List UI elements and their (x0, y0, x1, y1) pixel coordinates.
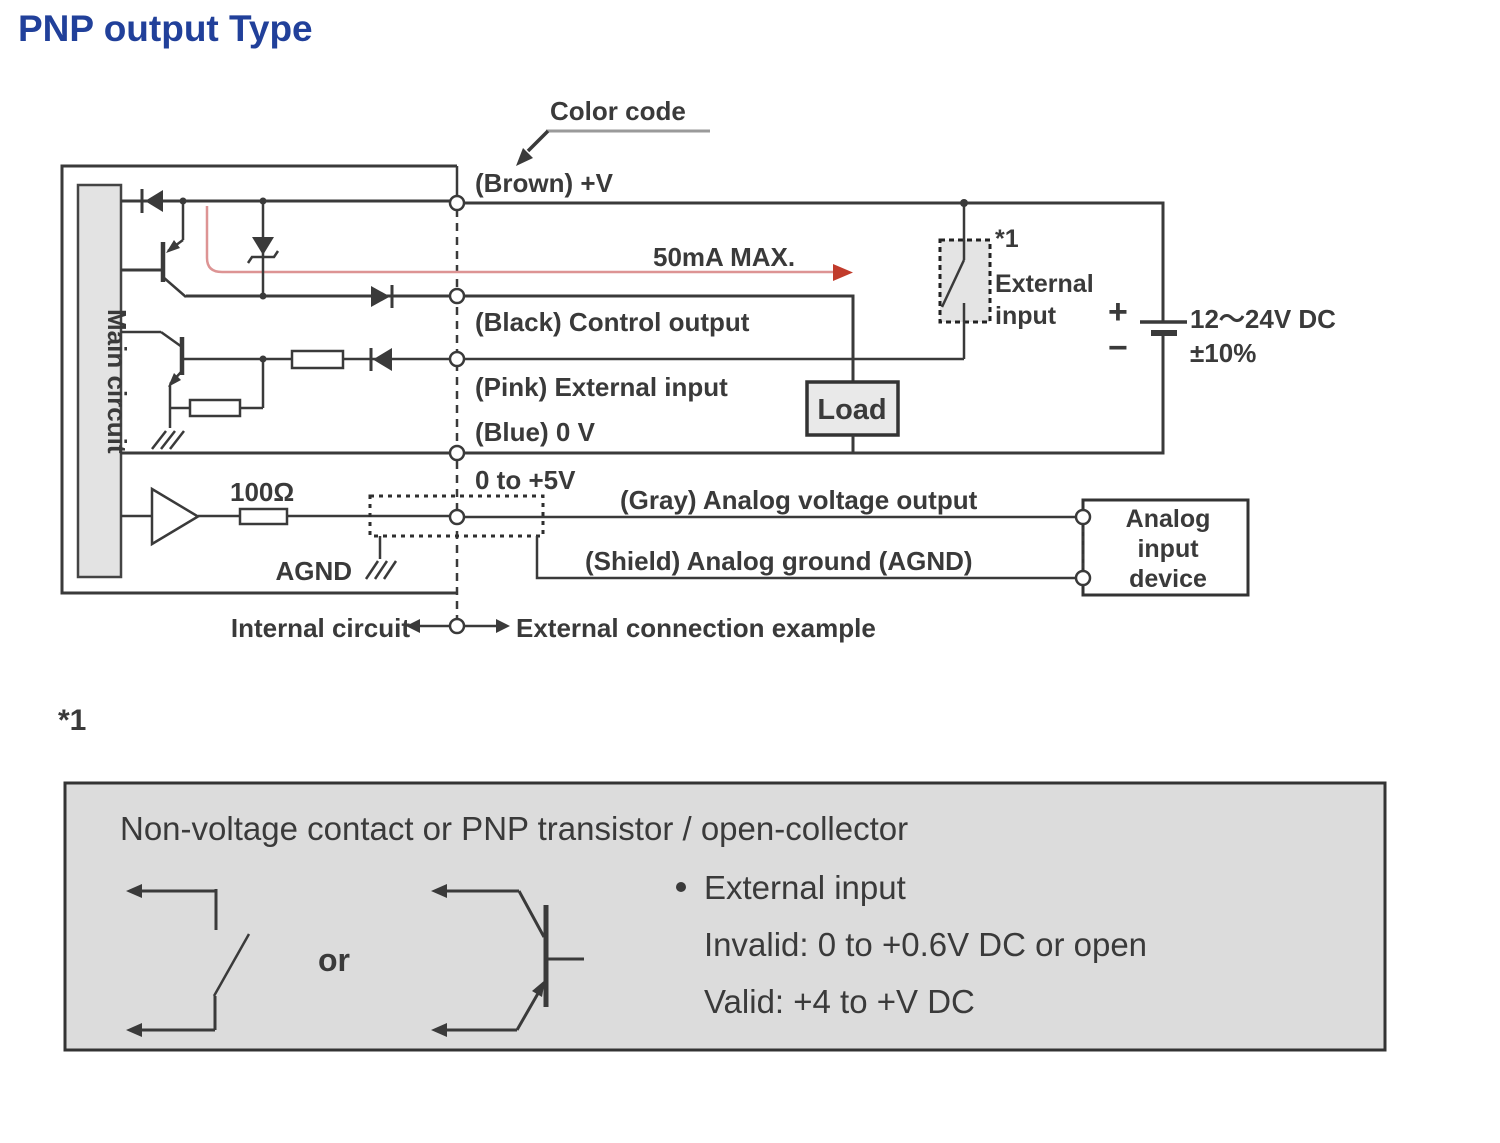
external-input-label-2: input (995, 302, 1057, 330)
external-wiring: + − 12～24V DC ±10% Load *1 External inpu… (464, 199, 1336, 597)
terminal-dot (1074, 508, 1092, 526)
arrow-left-icon (406, 619, 420, 633)
transistor-icon (121, 201, 187, 298)
agnd-label: AGND (275, 556, 352, 586)
boundary-dot (448, 617, 466, 635)
supply-tolerance-label: ±10% (1190, 338, 1256, 368)
junction-dot (960, 199, 968, 207)
diode-icon (369, 348, 392, 371)
analog-input-device-box: Analog input device (1074, 498, 1250, 597)
arrow-right-icon (496, 619, 510, 633)
main-circuit-box: Main circuit (76, 183, 132, 579)
wire-blue-external (464, 333, 1165, 455)
note-ref: *1 (58, 704, 86, 737)
ground-icon (151, 430, 185, 450)
supply-voltage-label: 12～24V DC (1190, 304, 1336, 334)
junction-dot (259, 355, 267, 363)
battery-minus-label: − (1108, 329, 1128, 367)
diode-icon (140, 189, 163, 213)
callout-arrow-icon (516, 148, 533, 166)
label-black-wire: (Black) Control output (475, 307, 750, 337)
label-pink-wire: (Pink) External input (475, 372, 728, 402)
page-title: PNP output Type (18, 8, 313, 49)
terminal-dot (448, 287, 466, 305)
terminal-dot (448, 350, 466, 368)
color-code-label: Color code (550, 96, 686, 126)
note-title: Non-voltage contact or PNP transistor / … (120, 810, 908, 847)
callout-arrow-line (526, 129, 550, 153)
wire-black-external (464, 294, 855, 382)
wire-shield-external (535, 536, 1076, 580)
internal-circuit-label: Internal circuit (231, 613, 410, 643)
terminals (448, 194, 466, 526)
internal-external-marker: Internal circuit External connection exa… (231, 613, 876, 643)
analog-range-label: 0 to +5V (475, 465, 576, 495)
terminal-dot (1074, 569, 1092, 587)
battery-icon (1140, 320, 1187, 336)
resistor-value-label: 100Ω (230, 477, 294, 507)
ground-icon (364, 560, 398, 580)
current-path-arrow-icon (205, 206, 853, 281)
note-panel-rect (63, 781, 1387, 1052)
junction-dot (179, 197, 187, 205)
switch-note-ref: *1 (995, 225, 1019, 253)
wire-brown-external (464, 201, 1165, 322)
sensor-frame (60, 164, 459, 618)
resistor-icon (290, 349, 345, 370)
main-circuit-rect (76, 183, 123, 579)
label-shield-wire: (Shield) Analog ground (AGND) (585, 546, 973, 576)
or-label: or (318, 942, 350, 978)
note-item: Valid: +4 to +V DC (704, 983, 975, 1020)
color-code-callout: Color code (516, 96, 710, 166)
external-input-label-1: External (995, 270, 1094, 298)
external-input-switch-icon (938, 203, 992, 359)
label-brown-wire: (Brown) +V (475, 168, 614, 198)
label-gray-wire: (Gray) Analog voltage output (620, 485, 978, 515)
current-limit-label: 50mA MAX. (653, 242, 795, 272)
contact-switch-icon (126, 884, 251, 1037)
analog-device-label-2: input (1137, 535, 1199, 563)
resistor-icon (238, 507, 289, 526)
main-circuit-label: Main circuit (102, 309, 132, 454)
diode-icon (371, 285, 394, 308)
frame-outline (60, 164, 457, 595)
transistor-icon (121, 330, 185, 428)
terminal-dot (448, 444, 466, 462)
terminal-dot (448, 508, 466, 526)
zener-diode-icon (246, 201, 280, 296)
pnp-transistor-icon (431, 884, 584, 1037)
analog-device-label-3: device (1129, 565, 1207, 593)
battery-plus-label: + (1108, 293, 1128, 331)
label-blue-wire: (Blue) 0 V (475, 417, 596, 447)
junction-dot (259, 292, 267, 300)
external-connection-label: External connection example (516, 613, 876, 643)
note-panel: *1 Non-voltage contact or PNP transistor… (58, 704, 1387, 1052)
analog-device-label-1: Analog (1126, 505, 1211, 533)
load-label: Load (817, 394, 886, 426)
resistor-icon (188, 398, 242, 418)
terminal-dot (448, 194, 466, 212)
load-box: Load (805, 380, 900, 437)
bullet-icon (676, 882, 686, 892)
note-item: Invalid: 0 to +0.6V DC or open (704, 926, 1147, 963)
note-item: External input (704, 869, 906, 906)
junction-dot (259, 197, 267, 205)
wire-labels: (Brown) +V 50mA MAX. (Black) Control out… (475, 168, 978, 576)
internal-circuit: 100Ω AGND (121, 189, 853, 586)
opamp-icon (150, 486, 201, 547)
